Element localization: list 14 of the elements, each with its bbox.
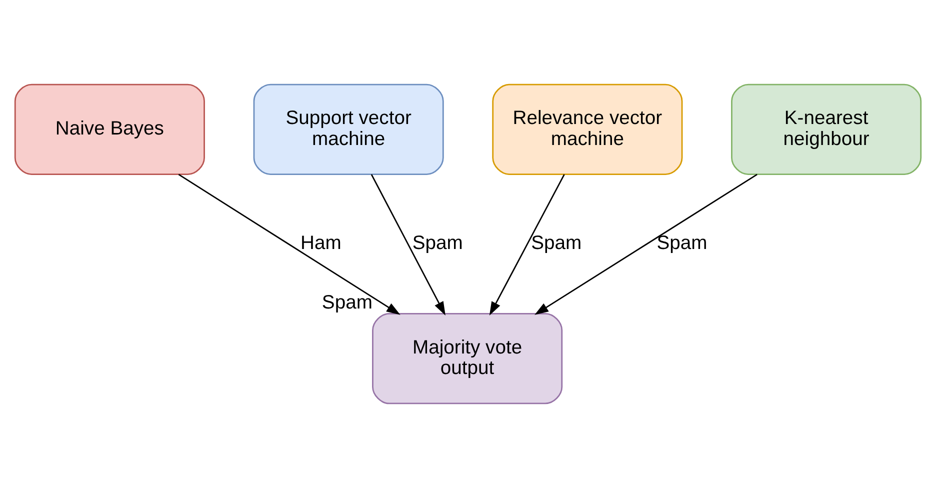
edge-label: Ham (300, 233, 341, 254)
edge-label: Spam (656, 233, 707, 254)
node-label: Spam (321, 292, 372, 314)
node-box: Relevance vector machine (492, 84, 682, 175)
node-box: K-nearest neighbour (730, 84, 922, 175)
node-box: Naive Bayes (14, 84, 204, 175)
node-box: Support vector machine (252, 84, 444, 175)
arrow (534, 174, 757, 315)
edge-label: Spam (412, 233, 462, 254)
edge-label: Spam (530, 233, 582, 254)
arrow (178, 174, 400, 315)
arrow (488, 174, 564, 316)
node-box: Majority vote output (372, 313, 562, 404)
arrow (370, 174, 445, 316)
